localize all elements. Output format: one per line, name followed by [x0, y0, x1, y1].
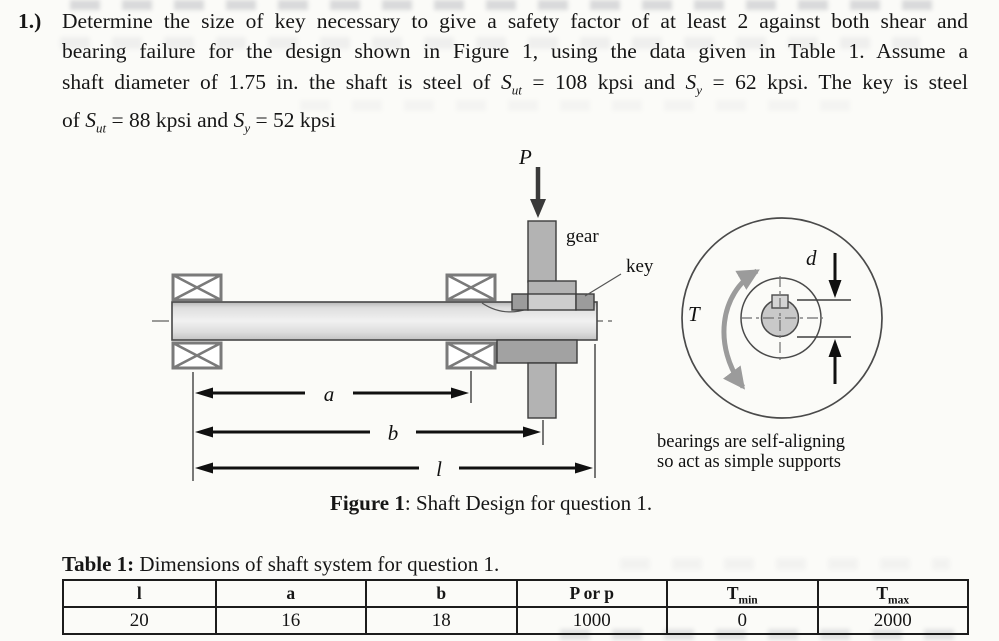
dimensions-table: l a b P or p Tmin Tmax 20 16 18 1000 0 2… — [62, 579, 969, 635]
key-side-view — [527, 293, 577, 311]
table-value-a: 16 — [214, 608, 366, 633]
symbol-Sy: S — [233, 108, 245, 133]
table-header-a: a — [214, 581, 365, 608]
dim-b-label: b — [388, 421, 399, 445]
symbol-Sut: S — [85, 108, 97, 133]
table-header-Tmin: Tmin — [666, 581, 817, 608]
problem-line-2: bearing failure for the design shown in … — [62, 39, 968, 64]
table-value-P: 1000 — [515, 608, 667, 633]
table-value-l: 20 — [129, 610, 149, 631]
bearing-right-top — [445, 273, 497, 302]
symbol-Sy: S — [685, 69, 697, 94]
key-leader-line — [584, 273, 622, 297]
force-label: P — [518, 145, 532, 169]
bearing-left-top — [171, 273, 223, 302]
shaft-end-view: T d — [681, 217, 883, 419]
symbol-Sut: S — [501, 69, 512, 94]
torque-arrow — [721, 268, 760, 390]
table-header-P: P or p — [515, 581, 666, 608]
table-caption: Table 1: Dimensions of shaft system for … — [62, 552, 500, 576]
key-label: key — [626, 256, 654, 277]
problem-line-1: Determine the size of key necessary to g… — [62, 9, 968, 33]
problem-line-3: shaft diameter of 1.75 in. the shaft is … — [62, 69, 968, 97]
diameter-dimension-arrows — [828, 253, 842, 384]
gear-outline-circle — [681, 217, 883, 419]
torque-label: T — [688, 302, 701, 326]
problem-statement: Determine the size of key necessary to g… — [62, 6, 968, 144]
table-value-b: 18 — [365, 608, 516, 633]
diameter-label: d — [806, 246, 817, 270]
dimension-a: a — [195, 381, 469, 406]
bearing-left-bottom — [171, 341, 223, 370]
force-arrow — [530, 167, 546, 218]
table-header-b: b — [365, 581, 516, 608]
dim-a-label: a — [324, 382, 335, 406]
gear-cross-section — [496, 220, 595, 419]
problem-number: 1.) — [18, 9, 42, 33]
table-header-l: l — [64, 581, 215, 608]
bearing-note-line-2: so act as simple supports — [657, 452, 841, 472]
dim-l-label: l — [436, 457, 442, 481]
figure-caption: Figure 1: Shaft Design for question 1. — [330, 491, 653, 515]
dimension-b: b — [195, 420, 541, 445]
table-header-Tmax: Tmax — [816, 581, 967, 608]
bearing-right-bottom — [445, 341, 497, 370]
table-value-Tmax: 2000 — [816, 608, 968, 633]
dimension-l: l — [195, 456, 593, 481]
gear-label: gear — [566, 226, 599, 247]
bearing-note-line-1: bearings are self-aligning — [657, 432, 845, 452]
table-value-Tmin: 0 — [666, 608, 817, 633]
problem-line-4: of Sut = 88 kpsi and Sy = 52 kpsi — [62, 108, 336, 136]
